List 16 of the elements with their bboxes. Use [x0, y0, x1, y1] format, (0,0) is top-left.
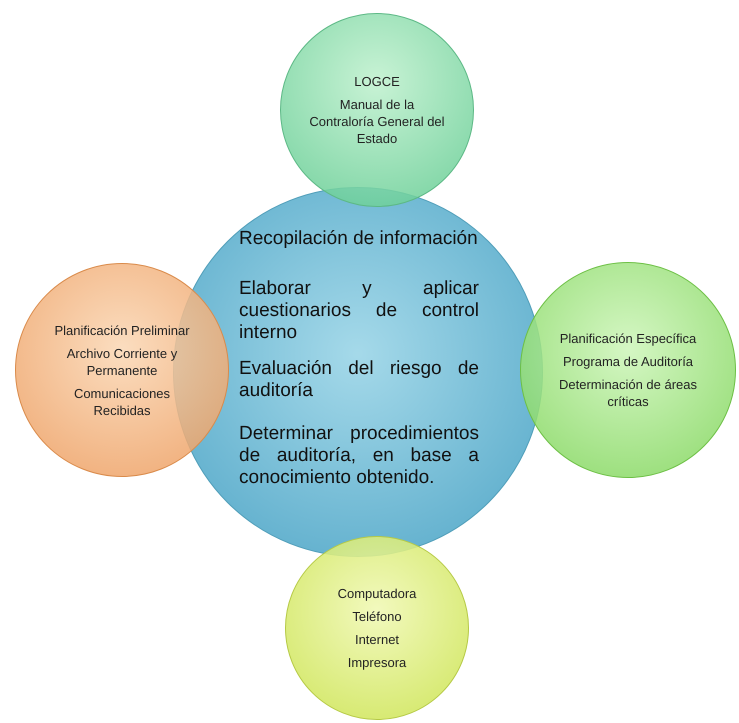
node-text: Determinar procedimientos de auditoría, en base a conocimiento obtenido. — [239, 423, 479, 489]
node-text: Programa de Auditoría — [562, 353, 694, 370]
node-text: Planificación Específica — [560, 330, 696, 347]
node-text: Comunicaciones Recibidas — [72, 384, 172, 418]
node-text: Manual de la Contraloría General del Estado — [308, 96, 446, 147]
node-text: Computadora — [338, 585, 416, 602]
node-text: Teléfono — [352, 608, 402, 625]
node-text: Archivo Corriente y Permanente — [66, 344, 178, 378]
node-text: Internet — [354, 631, 400, 648]
node-text: Elaborar y aplicar cuestionarios de control interno — [239, 278, 479, 344]
node-text: Evaluación del riesgo de auditoría — [239, 358, 479, 402]
node-text: Recopilación de información — [239, 228, 479, 250]
node-text: Planificación Preliminar — [54, 322, 190, 338]
node-text: Determinación de áreas críticas — [558, 376, 698, 410]
node-text: Impresora — [348, 654, 406, 671]
node-text: LOGCE — [354, 73, 400, 90]
